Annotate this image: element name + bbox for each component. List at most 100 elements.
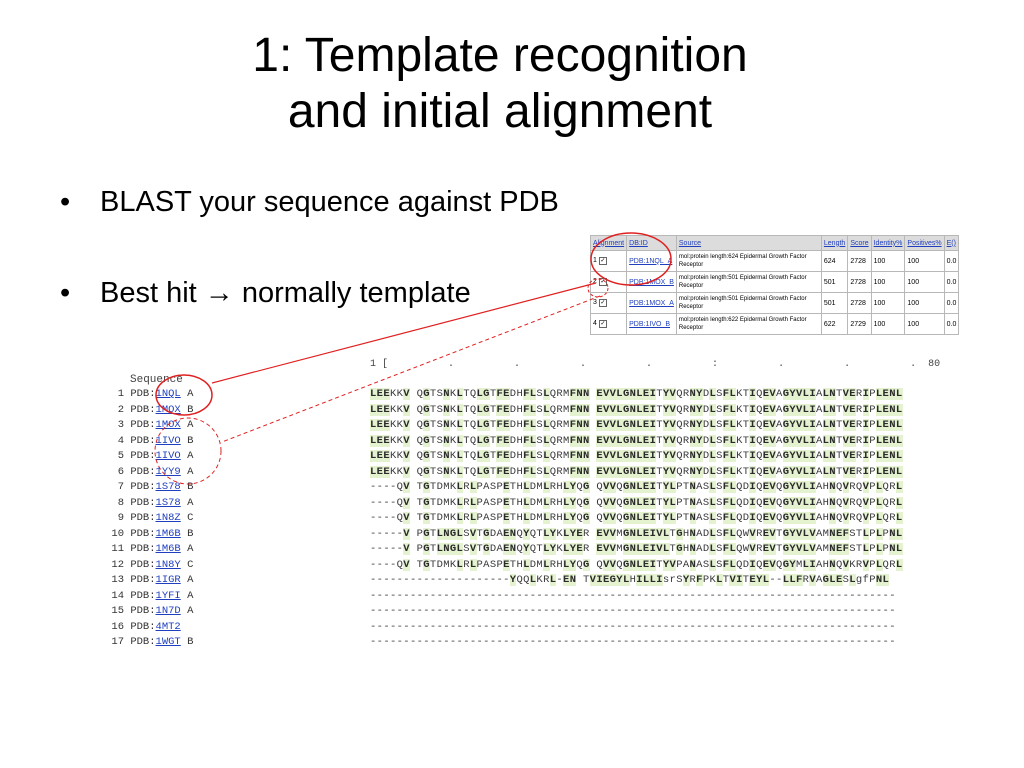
db-prefix: PDB: [130,496,156,509]
sequence: ----QV TGTDMKLRLPASPETHLDMLRHLYQG QVVQGN… [370,496,903,509]
alignment-number-cell: 4 ✓ [589,313,628,335]
bullet-best-hit: •Best hit → normally template [60,277,471,310]
length-cell: 622 [820,313,849,335]
cell-text: 2728 [850,299,866,307]
pdb-id-link[interactable]: 1IGR [155,574,181,586]
db-prefix: PDB: [130,465,156,478]
select-checkbox[interactable]: ✓ [598,299,607,307]
cell-text: mol:protein length:501 Epidermal Growth … [678,275,807,289]
alignment-row: 15 PDB:1N7D A---------------------------… [104,605,895,621]
sequence: LEEKKV QGTSNKLTQLGTFEDHFLSLQRMFNN EVVLGN… [370,419,903,431]
db-prefix: PDB: [130,434,156,447]
sequence: ----QV TGTDMKLRLPASPETHLDMLRHLYQG QVVQGN… [370,481,903,493]
positives-cell: 100 [904,313,945,335]
sequence: ----------------------------------------… [370,589,896,602]
blast-results-table: Alignment DB:ID Source Length Score Iden… [589,235,960,335]
alignment-row: 9 PDB:1N8Z C----QV TGTDMKLRLPASPETHLDMLR… [104,512,903,528]
pdb-id-link[interactable]: 1IVO [155,450,181,462]
chain-id: B [187,481,194,493]
chain-id: A [187,574,194,586]
pdb-id-link[interactable]: 1M6B [155,527,181,540]
pdb-id-link[interactable]: 1N7D [155,605,181,617]
cell-text: 0.0 [946,299,957,307]
chain-id: B [187,527,194,540]
select-checkbox[interactable]: ✓ [598,278,607,286]
row-number: 3 [117,419,124,431]
select-checkbox[interactable]: ✓ [598,320,607,328]
sequence: LEEKKV QGTSNKLTQLGTFEDHFLSLQRMFNN EVVLGN… [370,403,903,416]
cell-text: 2728 [850,257,866,265]
cell-text: 100 [907,299,920,307]
db-prefix: PDB: [130,388,156,400]
pdb-id-link[interactable]: 1M6B [155,543,181,555]
cell-text: 0.0 [946,278,957,286]
table-header-row: Alignment DB:ID Source Length Score Iden… [589,235,960,251]
col-header[interactable]: Identity% [870,235,906,251]
hit-circle-dashed-table [587,278,609,298]
alignment-row: 17 PDB:1WGT B---------------------------… [104,636,895,652]
pdb-id-link[interactable]: 1N8Z [155,512,181,524]
sequence: ----------------------------------------… [370,636,896,648]
chain-id: A [187,543,194,555]
sequence: ----------------------------------------… [370,605,896,617]
pdb-id-link[interactable]: 1IVO [155,434,181,447]
col-header[interactable]: E() [943,235,960,251]
chain-id: A [187,605,194,617]
pdb-id-link[interactable]: 1S78 [155,496,181,509]
sequence: ----QV TGTDMKLRLPASPETHLDMLRHLYQG QVVQGN… [370,558,903,571]
row-number: 15 [111,605,124,617]
col-header[interactable]: Length [820,235,849,251]
row-number: 5 [117,450,124,462]
pdb-id-link[interactable]: 4MT2 [155,620,181,633]
row-number: 11 [111,543,124,555]
chain-id: C [187,558,194,571]
cell-text: PDB:1MOX_A [629,299,674,307]
row-number: 12 [111,558,124,571]
connector-dashed-line [221,295,601,443]
cell-text: 4 [593,320,597,327]
col-header[interactable]: Source [675,235,822,251]
cell-text: 100 [873,278,886,286]
select-checkbox[interactable]: ✓ [598,257,607,265]
sequence: -----V PGTLNGLSVTGDAENQYQTLYKLYER EVVMGN… [370,543,903,555]
chain-id: C [187,512,194,524]
pdb-id-link[interactable]: 1YY9 [155,465,181,478]
db-prefix: PDB: [130,636,156,648]
row-number: 4 [117,434,124,447]
cell-text: 501 [823,278,836,286]
bullet-text: Best hit → normally template [100,277,471,309]
row-number: 9 [117,512,124,524]
chain-id: A [187,465,194,478]
cell-text: mol:protein length:624 Epidermal Growth … [678,254,807,268]
pdb-id-link[interactable]: 1NQL [155,388,181,400]
db-prefix: PDB: [130,527,156,540]
db-prefix: PDB: [130,574,156,586]
row-number: 7 [117,481,124,493]
alignment-ruler: 1 [ . . . . : . . . 80 [370,359,941,370]
cell-text: mol:protein length:501 Epidermal Growth … [678,296,807,310]
cell-text: mol:protein length:622 Epidermal Growth … [678,317,807,331]
db-prefix: PDB: [130,543,156,555]
title-line-2: and initial alignment [287,85,713,138]
cell-text: 100 [873,299,886,307]
row-number: 14 [111,589,124,602]
cell-text: 2729 [850,320,866,328]
db-prefix: PDB: [130,450,156,462]
chain-id: B [187,434,194,447]
pdb-id-link[interactable]: 1WGT [155,636,181,648]
sequence: LEEKKV QGTSNKLTQLGTFEDHFLSLQRMFNN EVVLGN… [370,450,903,462]
cell-text: 3 [593,299,597,306]
col-header[interactable]: Positives% [904,235,945,251]
col-header[interactable]: Score [847,235,872,251]
chain-id: B [187,403,194,416]
pdb-id-link[interactable]: 1YFI [155,589,181,602]
pdb-id-link[interactable]: 1N8Y [155,558,181,571]
connector-line [211,282,597,384]
pdb-id-link[interactable]: 1S78 [155,481,181,493]
cell-text: 624 [823,257,836,265]
